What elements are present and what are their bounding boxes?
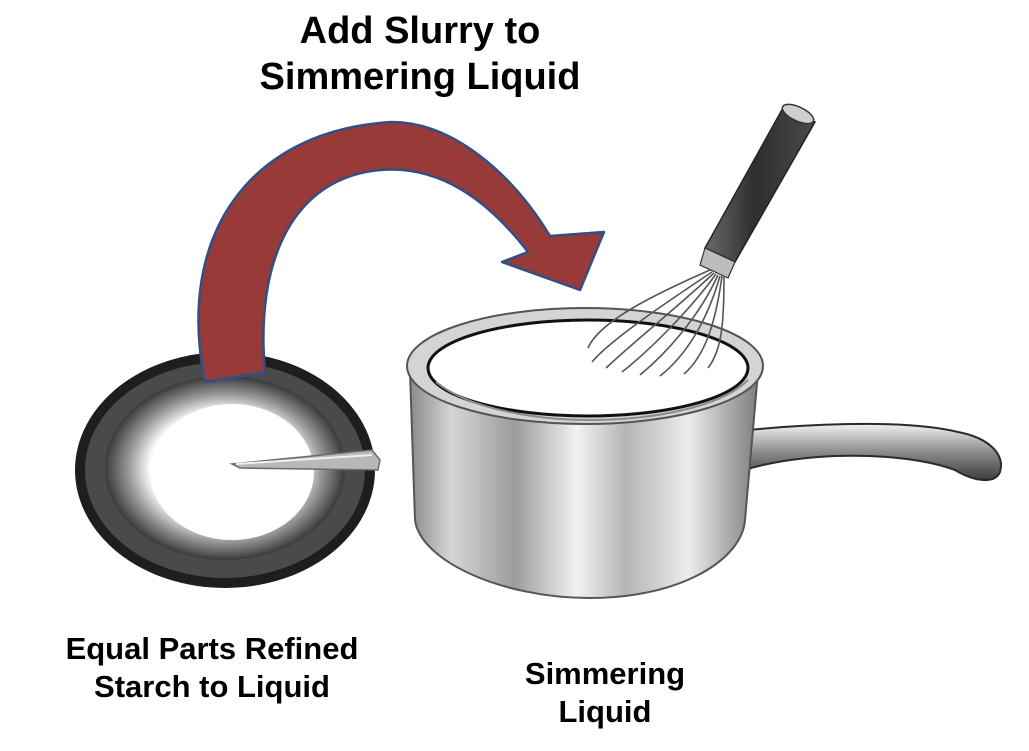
bowl-caption-line-2: Starch to Liquid [94,668,330,704]
pot-caption: Simmering Liquid [470,655,740,731]
bowl-icon [75,352,375,588]
bowl-caption: Equal Parts Refined Starch to Liquid [20,630,404,706]
saucepan-icon [406,307,1002,600]
bowl-caption-line-1: Equal Parts Refined [65,631,359,666]
title-line-2: Simmering Liquid [259,56,581,99]
pot-caption-line-2: Liquid [558,693,652,729]
title-line-1: Add Slurry to [299,10,541,52]
whisk-icon [587,103,817,377]
pot-caption-line-1: Simmering [524,656,686,691]
spoon-icon [229,449,381,471]
diagram-title: Add Slurry to Simmering Liquid [180,8,660,101]
curved-arrow-icon [197,120,606,384]
